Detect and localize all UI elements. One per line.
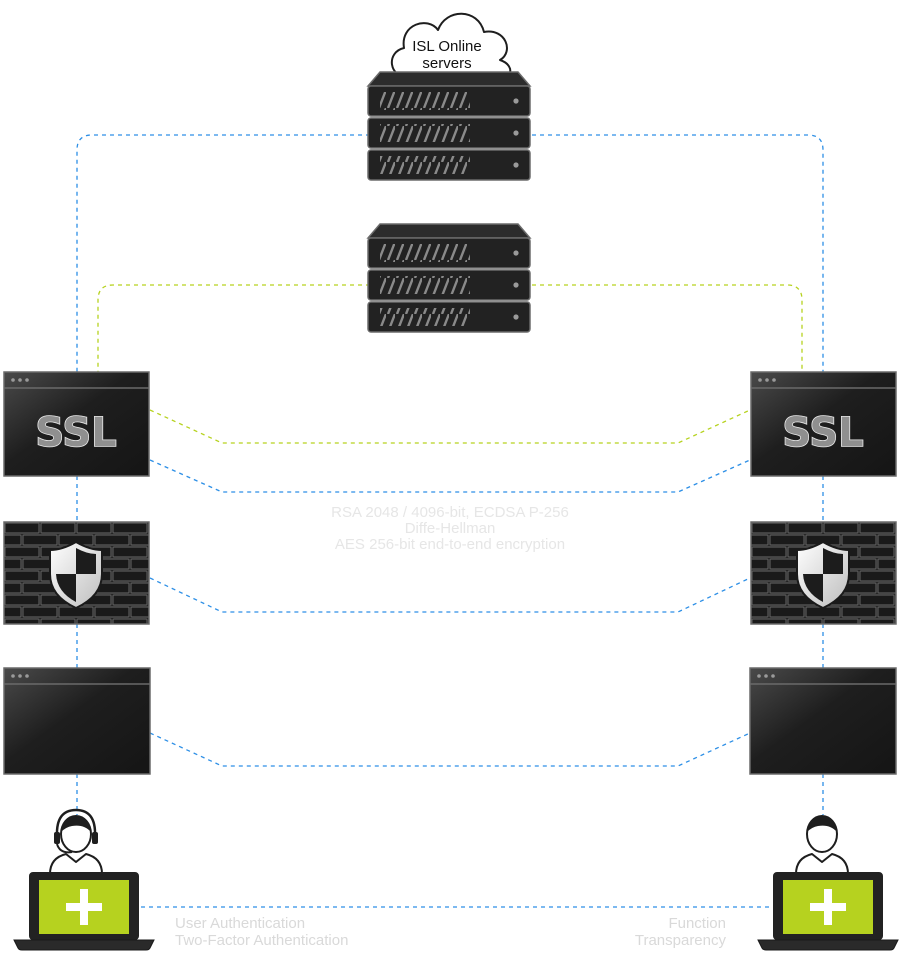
firewall-shield-icon [750, 521, 897, 625]
two-factor-authentication-label: Two-Factor Authentication [175, 932, 348, 949]
green-link-right [532, 284, 803, 372]
window-tunnel [149, 732, 751, 767]
ssl-blue-tunnel [149, 459, 751, 493]
ssl-window-icon: SSL [3, 371, 150, 477]
browser-window-icon [749, 667, 897, 775]
ssl-label: SSL [35, 410, 116, 456]
laptop-plus-icon [757, 872, 899, 951]
user-authentication-label: User Authentication [175, 915, 305, 932]
laptop-plus-icon [13, 872, 155, 951]
outer-blue-link-left [76, 134, 370, 372]
encryption-line1: RSA 2048 / 4096-bit, ECDSA P-256 [331, 504, 569, 521]
server-rack-icon [366, 223, 532, 333]
encryption-line3: AES 256-bit end-to-end encryption [335, 536, 565, 553]
cloud-label-line1: ISL Online [412, 38, 482, 55]
encryption-notes: RSA 2048 / 4096-bit, ECDSA P-256 Diffe-H… [331, 504, 569, 553]
firewall-tunnel [149, 577, 751, 613]
user-icon [795, 815, 849, 875]
server-rack-icon [366, 71, 532, 181]
ssl-label: SSL [782, 410, 863, 456]
outer-blue-link-right [532, 134, 824, 372]
green-link-left [97, 284, 370, 372]
left-user-notes: User Authentication Two-Factor Authentic… [175, 915, 348, 949]
right-user-notes: Function Transparency [635, 915, 727, 949]
cloud-label-line2: servers [422, 55, 471, 72]
ssl-window-icon: SSL [750, 371, 897, 477]
firewall-shield-icon [3, 521, 150, 625]
connection-lines [76, 134, 824, 908]
function-label: Function [668, 915, 726, 932]
encryption-line2: Diffe-Hellman [405, 520, 496, 537]
browser-window-icon [3, 667, 151, 775]
cloud-icon: ISL Online servers [390, 12, 512, 82]
ssl-green-tunnel [149, 409, 751, 444]
headset-user-icon [49, 808, 103, 875]
transparency-label: Transparency [635, 932, 727, 949]
